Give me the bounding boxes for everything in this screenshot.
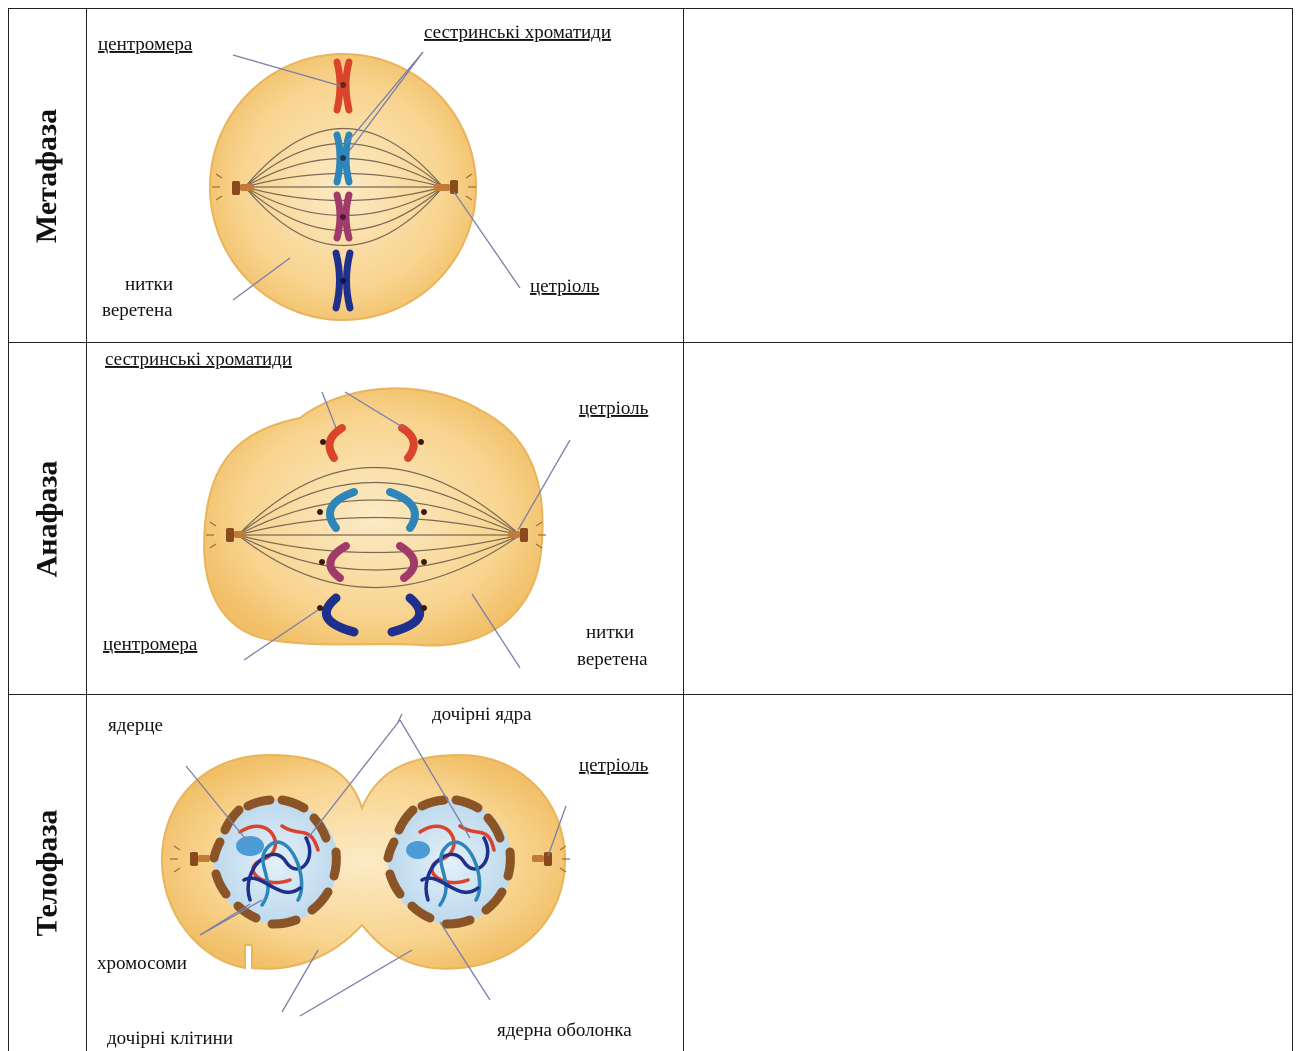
label-spindle-2: веретена [102,300,173,321]
label-centriole: цетріоль [530,276,600,297]
label-sister-chromatids: сестринські хроматиди [424,22,611,43]
label-daughter-nuclei: дочірні ядра [432,704,532,725]
label-centromere: центромера [103,634,198,655]
label-daughter-cells: дочірні клітини [107,1028,233,1049]
label-nucleolus: ядерце [108,715,163,736]
metaphase-diagram: центромера сестринські хроматиди нитки в… [98,22,611,321]
label-spindle-1: нитки [125,274,173,295]
label-spindle-2: веретена [577,649,648,670]
anaphase-diagram: сестринські хроматиди цетріоль центромер… [103,349,649,670]
label-centriole: цетріоль [579,398,649,419]
label-centriole: цетріоль [579,755,649,776]
label-spindle-1: нитки [586,622,634,643]
telophase-diagram: ядерце дочірні ядра цетріоль хромосоми д… [97,704,649,1049]
label-centromere: центромера [98,34,193,55]
label-chromosomes: хромосоми [97,953,187,974]
label-nuclear-envelope: ядерна оболонка [497,1020,632,1041]
nucleus-left [214,800,338,924]
label-sister-chromatids: сестринські хроматиди [105,349,292,370]
nucleus-right [388,800,512,924]
